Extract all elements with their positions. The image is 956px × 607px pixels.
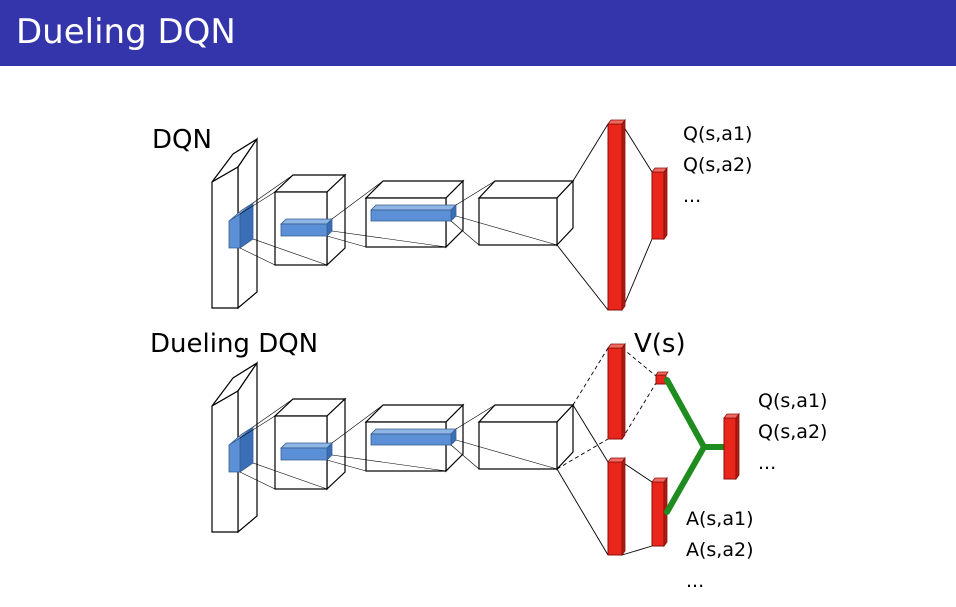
title-bar: Dueling DQN [0, 0, 956, 66]
conv-layer-2 [365, 180, 464, 248]
aggregation-module [664, 377, 727, 515]
conv-layer-3 [478, 180, 574, 246]
dueling-q-output-label: Q(s,a1) [758, 390, 827, 412]
dueling-network: Dueling DQN [150, 329, 827, 592]
dqn-output-label: ... [683, 185, 701, 207]
dueling-dqn-label: Dueling DQN [150, 329, 318, 359]
dqn-output-label: Q(s,a2) [683, 154, 752, 176]
advantage-dense-layer [607, 456, 626, 557]
advantage-output-label: A(s,a2) [686, 539, 754, 561]
fc-connections [556, 123, 653, 311]
dqn-output-label: Q(s,a1) [683, 123, 752, 145]
dqn-label: DQN [152, 125, 212, 155]
value-label: V(s) [634, 329, 686, 359]
conv-layer-3 [478, 404, 574, 470]
advantage-stream-connections [556, 404, 653, 556]
dense-layer [607, 118, 626, 312]
conv-layer-2 [365, 404, 464, 472]
dueling-q-output-label: Q(s,a2) [758, 421, 827, 443]
value-dense-layer [607, 342, 626, 441]
q-output-layer [651, 166, 668, 241]
advantage-output-label: ... [686, 570, 704, 592]
dueling-q-output-label: ... [758, 452, 776, 474]
dqn-network: DQN Q(s,a1) Q(s,a2) ... [152, 118, 752, 312]
dueling-q-output-layer [723, 412, 740, 481]
slide-title: Dueling DQN [16, 12, 236, 52]
conv-layer-1 [274, 174, 346, 266]
conv-layer-1 [274, 398, 346, 490]
advantage-output-label: A(s,a1) [686, 508, 754, 530]
value-stream-connections [556, 347, 657, 470]
